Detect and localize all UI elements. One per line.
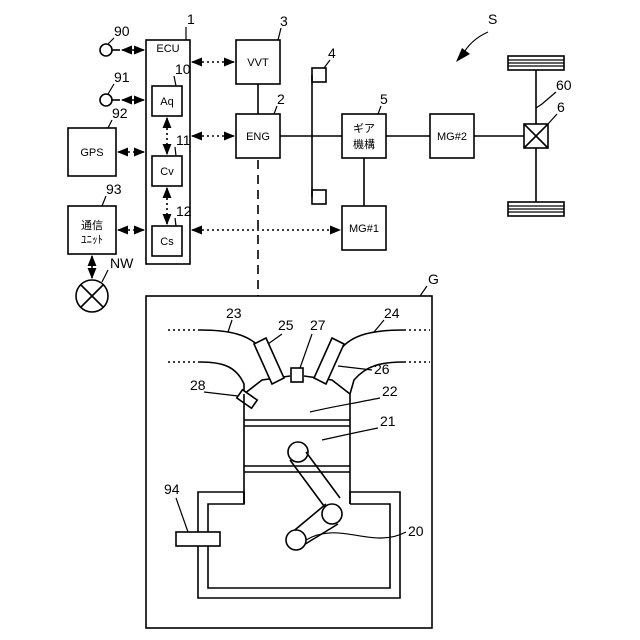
ecu-label: ECU — [156, 43, 179, 55]
ecu-ref-label: 1 — [187, 11, 195, 27]
exhaust-valve-ref-label: 26 — [374, 361, 390, 377]
crankcase-ref-label: 20 — [408, 523, 424, 539]
eng-ref-leader — [274, 106, 277, 114]
oil-sensor-ref-label: 94 — [164, 481, 180, 497]
intake-ref-label: 23 — [226, 305, 242, 321]
network-label: NW — [110, 255, 134, 271]
intake-valve-ref-label: 25 — [278, 317, 294, 333]
sensor-90-ref-label: 90 — [114, 23, 130, 39]
exhaust-ref-label: 24 — [384, 305, 400, 321]
system-ref-arrow-icon — [456, 48, 470, 62]
differential-ref-leader — [548, 114, 557, 124]
vvt-label: VVT — [247, 57, 269, 69]
flywheel-ref-leader — [324, 60, 330, 68]
gps-label: GPS — [80, 147, 103, 159]
cv-ref-label: 11 — [176, 132, 191, 148]
engine-detail-ref-leader — [420, 286, 427, 296]
comm-unit-label-2: ﾕﾆｯﾄ — [81, 234, 103, 246]
mg1-label: MG#1 — [349, 223, 379, 235]
comm-unit-ref-leader — [102, 196, 106, 206]
network-ref-leader — [102, 270, 108, 282]
vvt-ref-label: 3 — [280, 13, 288, 29]
piston-pin — [288, 442, 308, 462]
sensor-90-icon — [100, 44, 112, 56]
eng-ref-label: 2 — [277, 91, 285, 107]
piston-ref-label: 21 — [380, 413, 396, 429]
gear-ref-label: 5 — [380, 91, 388, 107]
comm-unit-label-1: 通信 — [81, 219, 103, 232]
cs-label: Cs — [160, 236, 174, 248]
sensor-91-ref-leader — [108, 84, 114, 94]
flywheel-ref-label: 4 — [328, 45, 336, 61]
gps-ref-leader — [108, 120, 112, 128]
chamber-ref-label: 22 — [382, 383, 398, 399]
gear-ref-leader — [378, 106, 381, 114]
sensor-91-ref-label: 91 — [114, 69, 130, 85]
cs-ref-label: 12 — [176, 203, 192, 219]
flywheel-bottom — [312, 190, 326, 204]
engine-detail-ref-label: G — [428, 271, 439, 287]
gear-label-1: ギア — [353, 122, 375, 135]
gear-block — [342, 114, 386, 158]
mg2-label: MG#2 — [437, 131, 467, 143]
oil-sensor — [176, 532, 220, 546]
injector-ref-label: 28 — [190, 377, 206, 393]
differential-ref-label: 6 — [557, 99, 565, 115]
aq-ref-label: 10 — [175, 61, 191, 77]
sensor-90-ref-leader — [108, 38, 114, 44]
crank-pin — [322, 504, 342, 524]
eng-label: ENG — [246, 131, 270, 143]
vvt-ref-leader — [278, 28, 281, 40]
sensor-91-icon — [100, 94, 112, 106]
aq-label: Aq — [160, 96, 173, 108]
engine-detail-frame — [146, 296, 432, 628]
gps-ref-label: 92 — [112, 105, 128, 121]
cv-label: Cv — [160, 166, 174, 178]
crankshaft — [286, 530, 306, 550]
system-ref-label: S — [488, 11, 497, 27]
axle-ref-leader — [536, 92, 556, 108]
flywheel-top — [312, 68, 326, 82]
spark-plug — [291, 368, 303, 382]
gear-label-2: 機構 — [353, 137, 375, 151]
axle-ref-label: 60 — [556, 77, 572, 93]
comm-unit-ref-label: 93 — [106, 181, 122, 197]
spark-plug-ref-label: 27 — [310, 317, 326, 333]
